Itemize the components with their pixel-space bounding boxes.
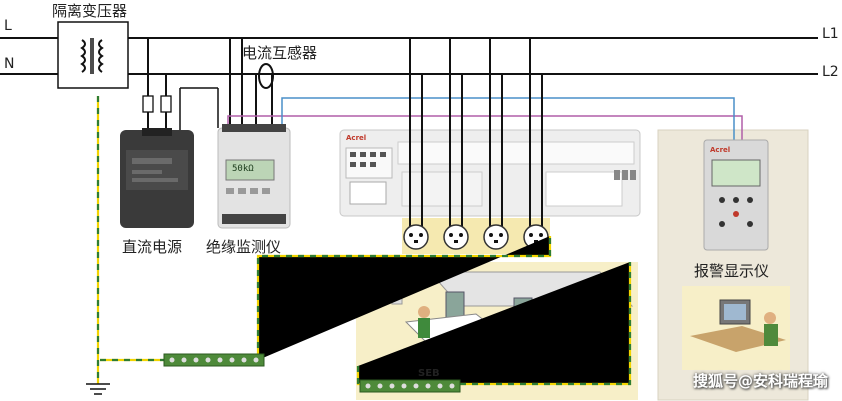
device-brand: Acrel [346,134,367,142]
label-line-L: L [4,18,12,34]
fuse-2 [160,95,172,113]
socket-3 [483,224,509,250]
label-seb: SEB [418,368,440,379]
signal-wire-purple [227,115,743,140]
ground-symbol [86,383,110,395]
ground-bus-bar-1 [163,353,265,367]
monitor-lcd [225,159,275,181]
label-current-transformer: 电流互感器 [242,44,318,62]
current-transformer-ring [258,63,274,89]
signal-wire-blue [281,97,735,140]
label-dc-power: 直流电源 [122,238,183,256]
label-isolation-transformer: 隔离变压器 [52,2,128,20]
label-line-L2: L2 [822,64,839,80]
alarm-brand: Acrel [710,146,731,154]
ground-wires [258,236,630,384]
transformer-coil-primary [80,39,86,73]
alarm-lcd [711,159,761,187]
alarm-display-device [703,139,769,251]
watermark: 搜狐号@安科瑞程瑜 [692,372,828,390]
label-line-L1: L1 [822,26,839,42]
label-alarm-display: 报警显示仪 [694,262,770,280]
transformer-coil-secondary [98,39,104,73]
fuse-1 [142,95,154,113]
ground-bus-bar-seb [359,379,461,393]
socket-2 [443,224,469,250]
label-insulation-monitor: 绝缘监测仪 [206,238,282,256]
monitor-lcd-text: 50kΩ [232,164,254,174]
socket-1 [403,224,429,250]
label-line-N: N [4,56,15,72]
